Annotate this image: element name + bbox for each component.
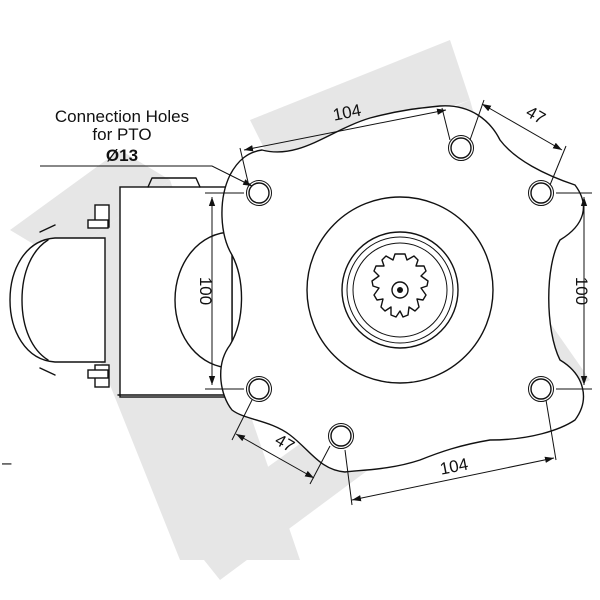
callout-diameter: Ø13 [106,146,138,165]
connection-hole [450,137,472,159]
connection-hole [530,378,552,400]
dim-bottom-span-label: 104 [438,455,469,479]
connection-hole [248,378,270,400]
connection-hole [248,182,270,204]
connection-holes [246,135,554,449]
pto-shaft [306,196,494,384]
dim-left-label: 100 [196,277,215,305]
callout-line2: for PTO [92,125,151,144]
connection-hole [530,182,552,204]
callout: Connection Holes for PTO Ø13 [40,107,253,187]
stray-mark: – [2,453,12,472]
dim-top-right-label: 47 [523,102,549,128]
spline-profile [371,253,429,318]
dim-right-height: 100 [556,192,592,390]
dim-right-label: 100 [572,277,591,305]
dim-top-span: 104 [239,101,451,183]
connection-hole [330,425,352,447]
callout-line1: Connection Holes [55,107,189,126]
dim-left-height: 100 [196,192,244,390]
